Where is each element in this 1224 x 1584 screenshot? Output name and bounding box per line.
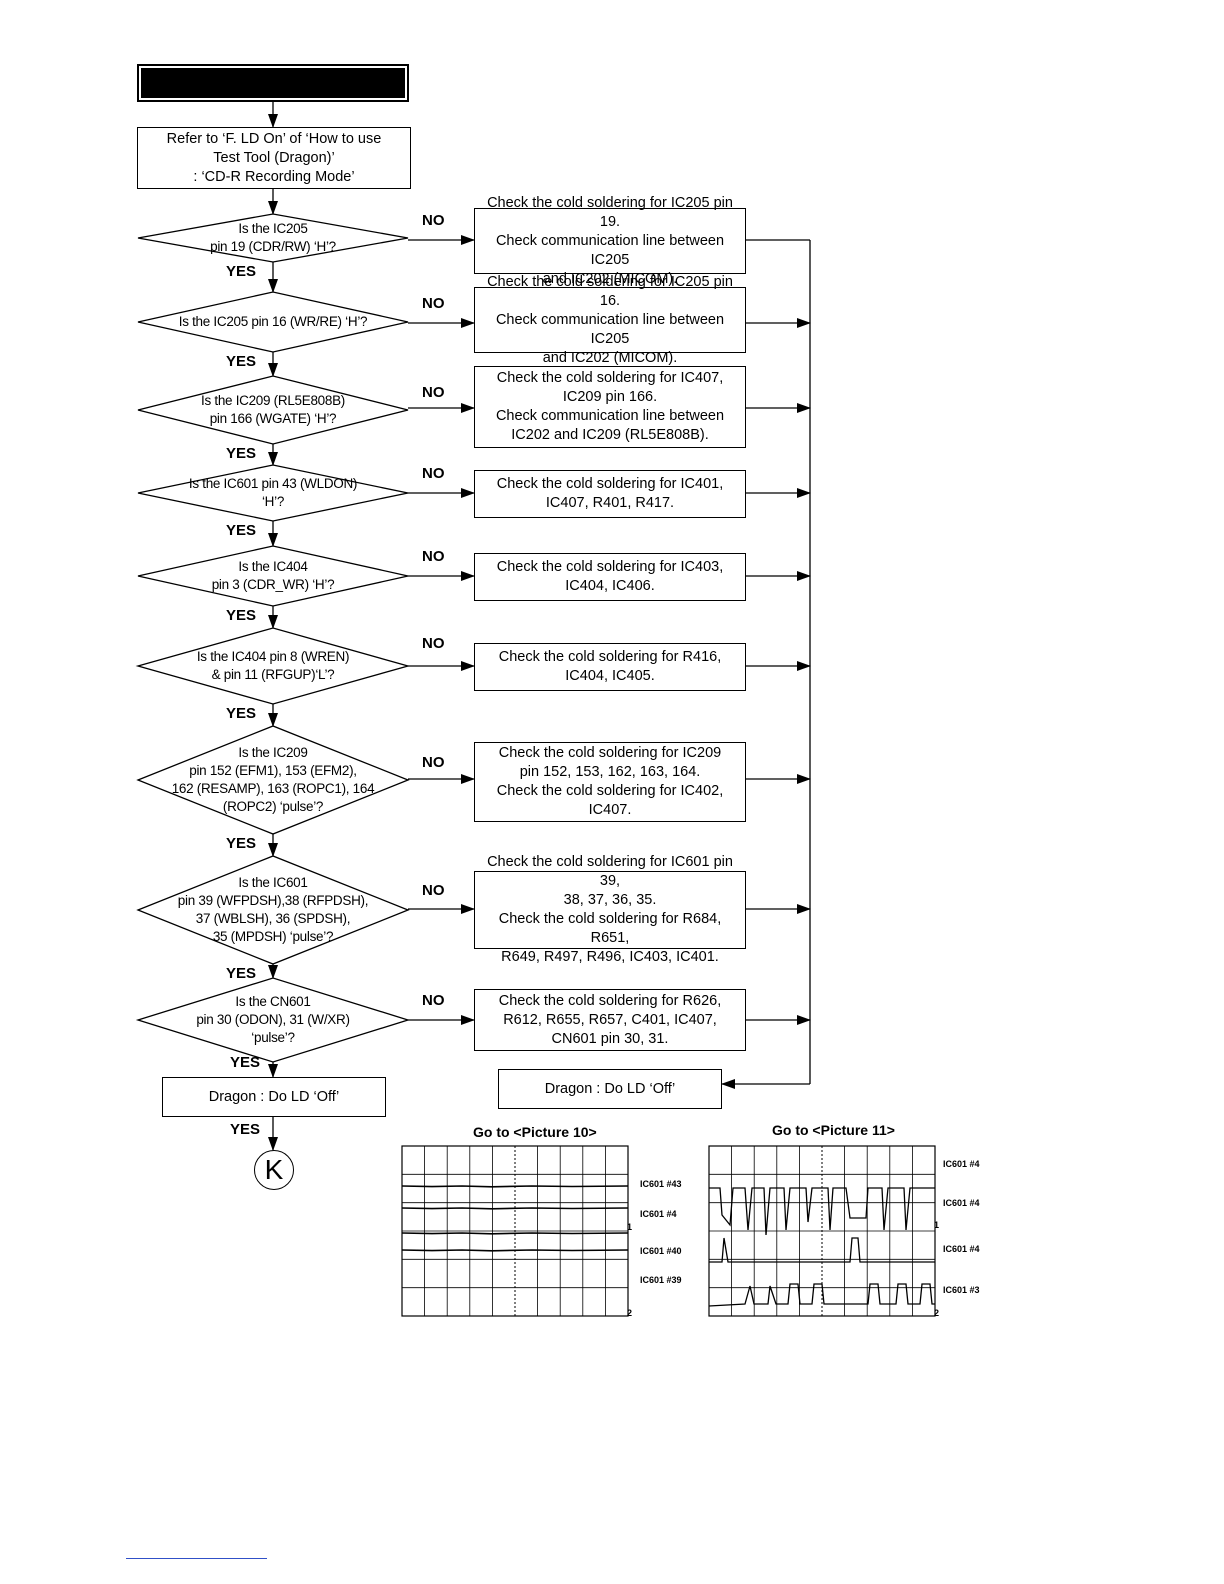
yes-label: YES	[226, 607, 257, 624]
decision-diamond	[137, 375, 409, 445]
no-label: NO	[422, 992, 445, 1009]
yes-label: YES	[226, 353, 257, 370]
decision-text: Is the IC209 (RL5E808B) pin 166 (WGATE) …	[201, 393, 345, 426]
connector-k: K	[254, 1150, 294, 1190]
decision-text: Is the IC209 pin 152 (EFM1), 153 (EFM2),…	[171, 745, 375, 814]
decision-diamond	[137, 213, 409, 263]
action-box: Check the cold soldering for IC407, IC20…	[474, 366, 746, 448]
decision-diamond	[137, 291, 409, 353]
footer-link-underline	[126, 1558, 267, 1559]
action-box: Check the cold soldering for R416, IC404…	[474, 643, 746, 691]
decision-text: Is the IC205 pin 16 (WR/RE) ‘H’?	[178, 314, 368, 329]
decision-text: Is the IC601 pin 43 (WLDON) ‘H’?	[188, 476, 358, 509]
decision-text: Is the IC601 pin 39 (WFPDSH),38 (RFPDSH)…	[177, 875, 369, 944]
scope2-marker: 1	[934, 1220, 940, 1230]
end-box-no: Dragon : Do LD ‘Off’	[498, 1069, 722, 1109]
yes-label: YES	[226, 965, 257, 982]
scope1-signal-label: IC601 #43	[640, 1179, 682, 1189]
end-yes-label: YES	[230, 1054, 261, 1071]
scope1-caption: Go to <Picture 10>	[473, 1124, 597, 1140]
yes-label: YES	[226, 263, 257, 280]
decision-diamond	[136, 855, 410, 965]
scope1-signal-label: IC601 #4	[640, 1209, 677, 1219]
yes-label: YES	[226, 445, 257, 462]
scope2-caption: Go to <Picture 11>	[772, 1122, 895, 1138]
yes-label: YES	[226, 705, 257, 722]
start-box: Refer to ‘F. LD On’ of ‘How to use Test …	[137, 127, 411, 189]
no-label: NO	[422, 295, 445, 312]
scope1-signal-label: IC601 #40	[640, 1246, 682, 1256]
decision-text: Is the IC404 pin 8 (WREN) & pin 11 (RFGU…	[196, 649, 350, 682]
scope2-trace	[709, 1237, 935, 1263]
scope1-trace	[401, 1232, 629, 1235]
decision-text: Is the IC404 pin 3 (CDR_WR) ‘H’?	[211, 559, 335, 592]
decision-diamond	[136, 725, 410, 835]
action-box: Check the cold soldering for IC403, IC40…	[474, 553, 746, 601]
yes-label: YES	[226, 835, 257, 852]
decision-text: Is the CN601 pin 30 (ODON), 31 (W/XR) ‘p…	[196, 994, 350, 1045]
scope1-marker: 2	[627, 1308, 633, 1318]
scope1-trace	[401, 1249, 629, 1252]
scope1-signal-label: IC601 #39	[640, 1275, 682, 1285]
scope1-trace	[401, 1185, 629, 1188]
scope2-signal-label: IC601 #3	[943, 1285, 980, 1295]
no-label: NO	[422, 212, 445, 229]
decision-text: Is the IC205 pin 19 (CDR/RW) ‘H’?	[210, 221, 336, 254]
no-label: NO	[422, 635, 445, 652]
scope2-trace	[708, 1283, 935, 1307]
no-label: NO	[422, 465, 445, 482]
final-yes-label: YES	[230, 1121, 261, 1138]
action-box: Check the cold soldering for R626, R612,…	[474, 989, 746, 1051]
scope1-marker: 1	[627, 1222, 633, 1232]
no-label: NO	[422, 754, 445, 771]
action-box: Check the cold soldering for IC205 pin 1…	[474, 274, 746, 366]
end-box-yes: Dragon : Do LD ‘Off’	[162, 1077, 386, 1117]
no-label: NO	[422, 548, 445, 565]
no-label: NO	[422, 384, 445, 401]
scope2-signal-label: IC601 #4	[943, 1159, 980, 1169]
scope2-marker: 2	[934, 1308, 940, 1318]
action-box: Check the cold soldering for IC601 pin 3…	[474, 854, 746, 965]
action-box: Check the cold soldering for IC401, IC40…	[474, 470, 746, 518]
scope1-trace	[401, 1207, 629, 1210]
scope2-trace	[709, 1187, 935, 1236]
yes-label: YES	[226, 522, 257, 539]
no-label: NO	[422, 882, 445, 899]
title-bar	[137, 64, 409, 102]
scope2-signal-label: IC601 #4	[943, 1198, 980, 1208]
action-box: Check the cold soldering for IC205 pin 1…	[474, 195, 746, 287]
action-box: Check the cold soldering for IC209 pin 1…	[474, 742, 746, 822]
scope2-signal-label: IC601 #4	[943, 1244, 980, 1254]
